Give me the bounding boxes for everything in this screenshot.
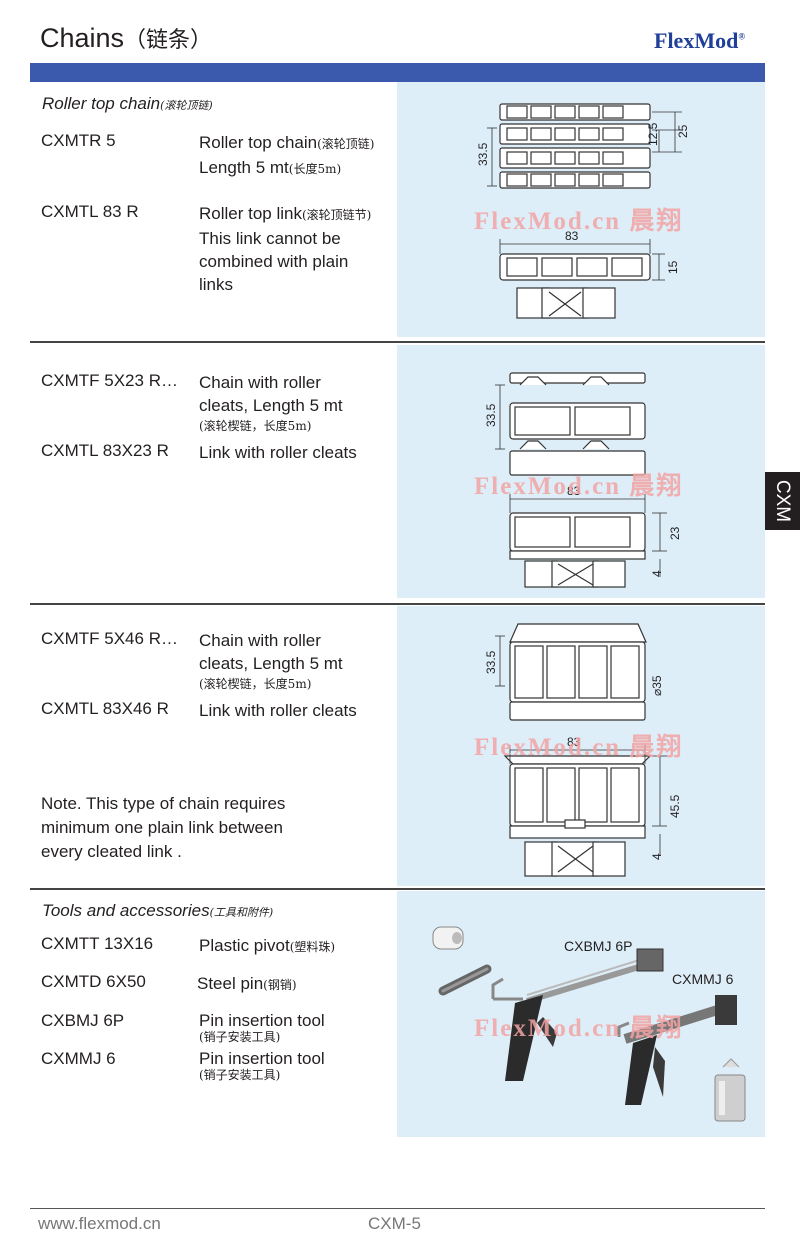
image-panel-tools: [397, 891, 765, 1137]
product-description: Chain with roller cleats, Length 5 mt (滚…: [199, 373, 343, 433]
product-code: CXMMJ 6: [41, 1049, 116, 1068]
section-divider: [30, 888, 765, 890]
watermark: FlexMod.cn 晨翔: [474, 1015, 684, 1042]
page-title: Chains（链条）: [40, 23, 213, 53]
dim-label: 25: [676, 124, 690, 138]
brand-logo: FlexMod®: [654, 28, 746, 53]
tools-illustration: [432, 926, 746, 1122]
product-description: Roller top link(滚轮顶链节) This link cannot …: [199, 204, 372, 294]
product-code: CXMTL 83X23 R: [41, 441, 169, 460]
product-code: CXMTF 5X23 R…: [41, 371, 178, 390]
footer-url[interactable]: www.flexmod.cn: [38, 1214, 161, 1233]
product-description: Plastic pivot(塑料珠): [199, 936, 336, 955]
dim-label: 33.5: [484, 403, 498, 427]
dim-label: 45.5: [668, 794, 682, 818]
product-code: CXMTR 5: [41, 131, 116, 150]
note-text: Note. This type of chain requires minimu…: [41, 794, 286, 861]
product-code: CXMTF 5X46 R…: [41, 629, 178, 648]
section-divider: [30, 341, 765, 343]
product-code: CXBMJ 6P: [41, 1011, 125, 1030]
dim-label: 15: [666, 260, 680, 274]
dim-label: 23: [668, 526, 682, 540]
oil-can-image: [714, 1058, 746, 1122]
cleat-chain-23-diagram: 33.5 83 23 4: [484, 372, 682, 588]
product-description: Pin insertion tool (销子安装工具): [199, 1049, 325, 1082]
dim-label: ⌀35: [650, 675, 664, 696]
footer-divider: [30, 1208, 765, 1209]
product-description: Link with roller cleats: [199, 701, 357, 720]
section-tab[interactable]: CXM: [765, 472, 800, 530]
product-code: CXMTL 83 R: [41, 202, 139, 221]
image-label: CXMMJ 6: [672, 971, 734, 987]
watermark: FlexMod.cn 晨翔: [474, 208, 684, 235]
image-label: CXBMJ 6P: [564, 938, 633, 954]
roller-top-chain-diagram: 33.5 12.5 25 83 15: [476, 103, 690, 319]
dim-label: 12.5: [646, 122, 660, 146]
product-code: CXMTD 6X50: [41, 972, 146, 991]
page-number: CXM-5: [368, 1214, 421, 1233]
diagram-panel-cleats-23: 33.5 83 23 4: [397, 345, 765, 598]
watermark: FlexMod.cn 晨翔: [474, 473, 684, 500]
header-bar: [30, 63, 765, 82]
product-description: Roller top chain(滚轮顶链) Length 5 mt(长度5m): [199, 133, 375, 177]
section-title-tools: Tools and accessories(工具和附件): [42, 901, 274, 920]
steel-pin-image: [438, 964, 492, 996]
cleat-chain-46-diagram: 33.5 ⌀35 83 45.5 4: [484, 623, 682, 877]
diagram-panel-roller-top: 33.5 12.5 25 83 15: [397, 82, 765, 337]
section-title-roller-top: Roller top chain(滚轮顶链): [42, 94, 213, 113]
product-description: Chain with roller cleats, Length 5 mt (滚…: [199, 631, 343, 691]
pin-insertion-tool-6-image: [617, 995, 737, 1105]
dim-label: 83: [565, 229, 579, 243]
dim-label: 33.5: [484, 650, 498, 674]
dim-label: 83: [567, 735, 581, 749]
product-description: Pin insertion tool (销子安装工具): [199, 1011, 325, 1044]
plastic-pivot-image: [432, 926, 464, 950]
dim-label: 33.5: [476, 142, 490, 166]
product-code: CXMTL 83X46 R: [41, 699, 169, 718]
section-divider: [30, 603, 765, 605]
diagram-panel-cleats-46: 33.5 ⌀35 83 45.5 4: [397, 606, 765, 886]
pin-insertion-tool-6p-image: [491, 948, 664, 1081]
dim-label: 83: [567, 484, 581, 498]
product-code: CXMTT 13X16: [41, 934, 154, 953]
product-description: Steel pin(钢销): [197, 974, 297, 993]
product-description: Link with roller cleats: [199, 443, 357, 462]
watermark: FlexMod.cn 晨翔: [474, 734, 684, 761]
dim-label: 4: [650, 570, 664, 577]
dim-label: 4: [650, 853, 664, 860]
